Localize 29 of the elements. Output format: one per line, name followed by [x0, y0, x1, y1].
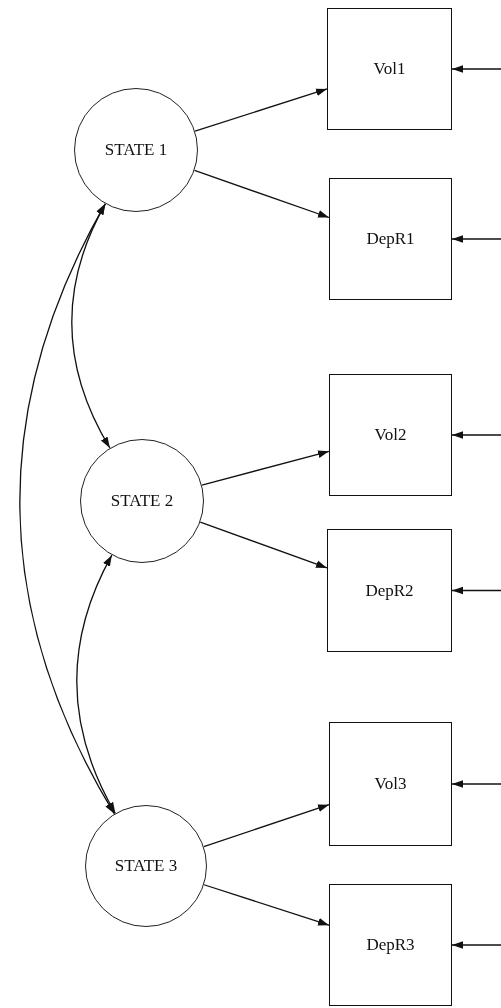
arrow: [194, 88, 328, 132]
observed-variable-box: [329, 884, 452, 1006]
arrow: [203, 884, 330, 926]
error-arrow: [451, 586, 501, 595]
observed-variable-box: [329, 374, 452, 496]
observed-variable-box: [327, 529, 452, 652]
error-arrow: [451, 941, 501, 949]
observed-variable-box: [329, 722, 452, 846]
node-label: Vol2: [374, 425, 407, 445]
observed-variable-box: [327, 8, 452, 130]
error-arrow: [451, 235, 501, 243]
arrow: [193, 169, 330, 219]
error-arrow: [451, 780, 501, 788]
arrow: [203, 804, 330, 848]
error-arrow: [451, 65, 501, 73]
node-label: Vol3: [374, 774, 407, 794]
covariance-arrow: [76, 554, 116, 814]
node-label: Vol1: [373, 59, 406, 79]
node-label: DepR2: [365, 580, 414, 601]
observed-variable-box: [329, 178, 452, 300]
error-arrow: [451, 431, 501, 439]
node-label: DepR3: [366, 935, 415, 955]
arrow: [201, 450, 330, 486]
covariance-arrow: [19, 203, 115, 815]
arrow: [199, 521, 328, 569]
node-label: STATE 1: [104, 140, 168, 160]
node-label: STATE 2: [110, 491, 174, 511]
node-label: DepR1: [366, 229, 415, 249]
node-label: STATE 3: [114, 856, 178, 876]
